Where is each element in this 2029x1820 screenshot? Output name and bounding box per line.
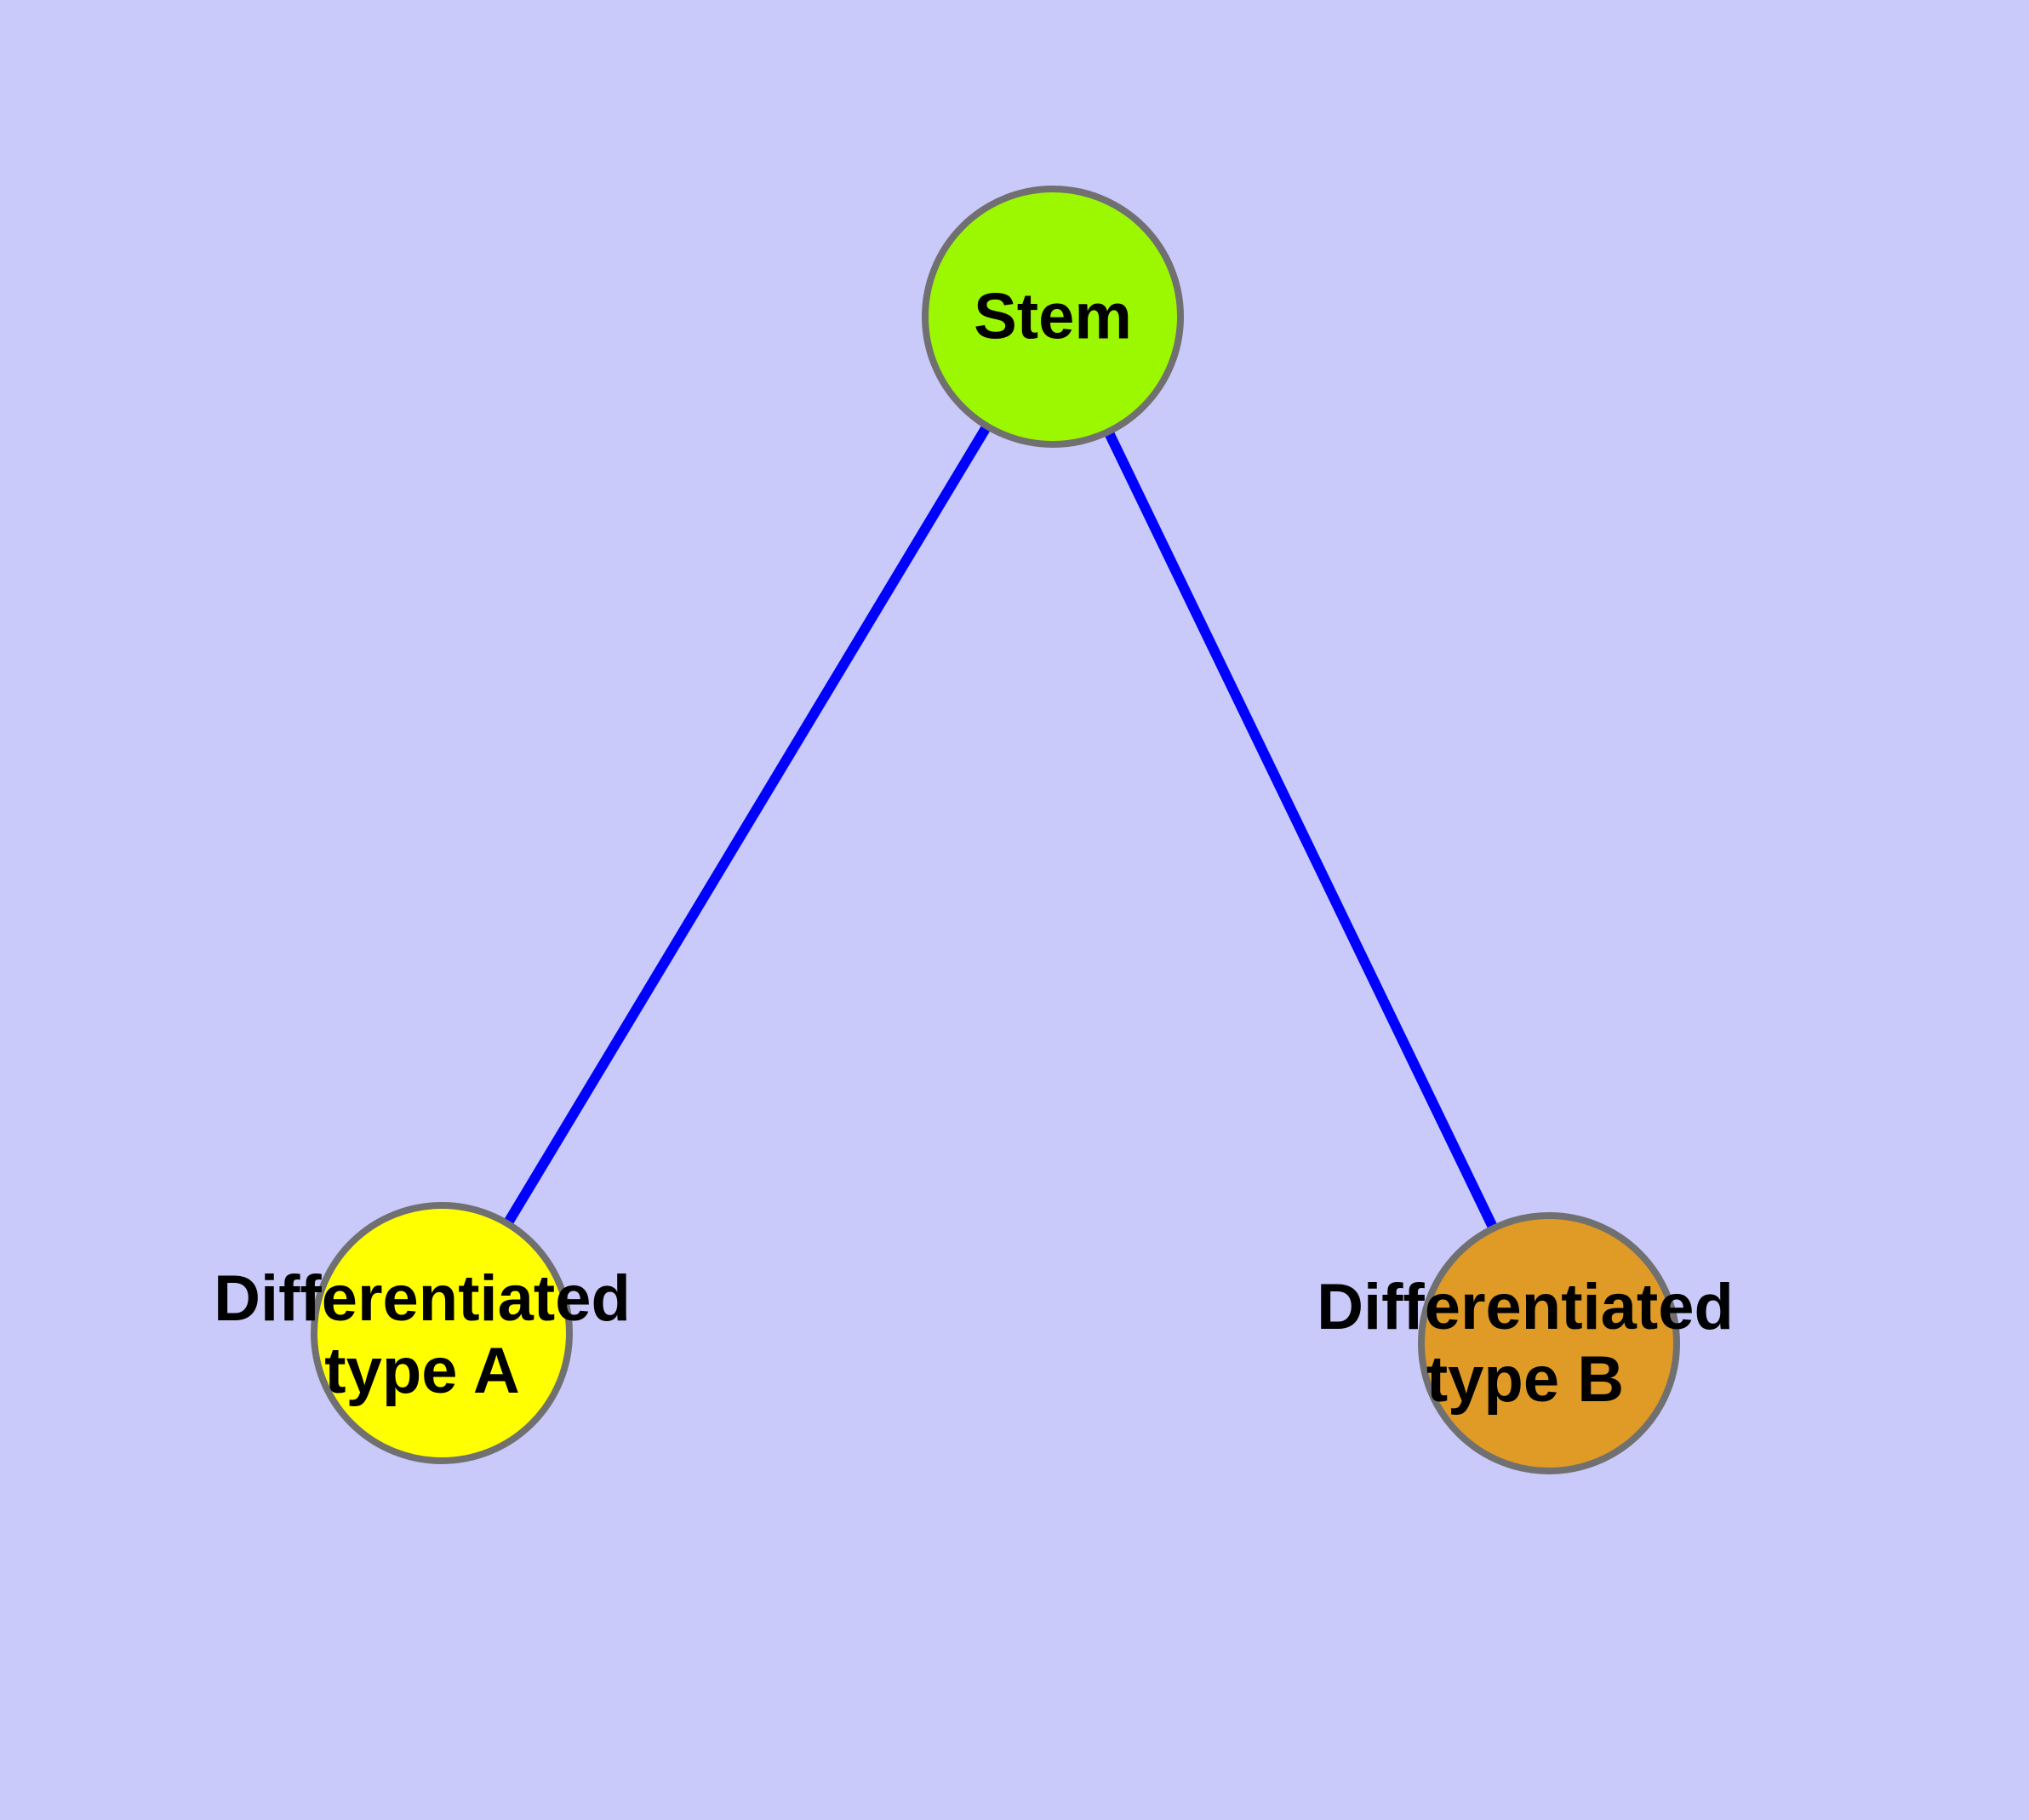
edge-stem-to-diff-b <box>1103 429 1499 1231</box>
nodes-layer <box>311 186 1680 1474</box>
edge-stem-to-diff-a <box>503 423 992 1227</box>
edges-layer <box>503 423 1499 1231</box>
node-circle-stem[interactable] <box>922 186 1184 448</box>
node-circle-diff-a[interactable] <box>311 1202 573 1464</box>
node-circle-diff-b[interactable] <box>1418 1212 1680 1474</box>
